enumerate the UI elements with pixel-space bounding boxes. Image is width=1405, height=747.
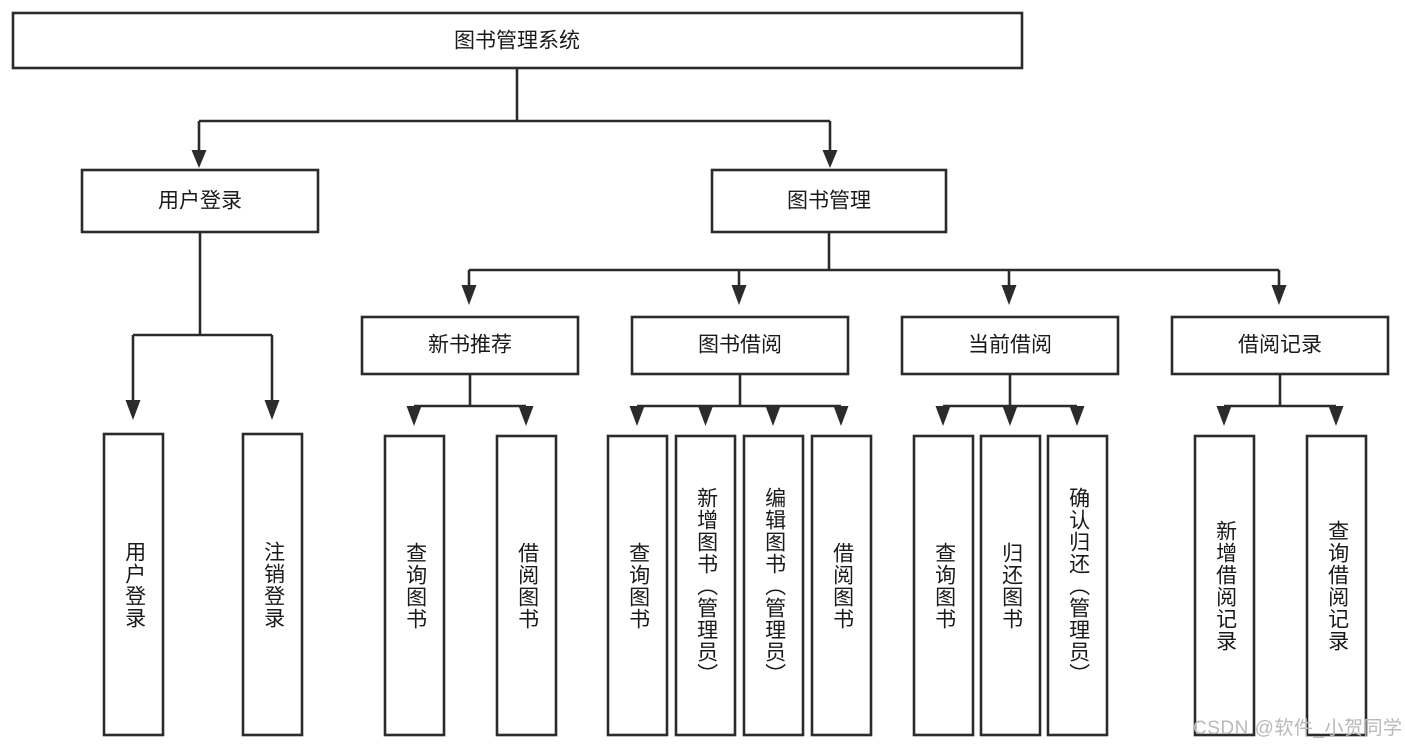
node-book-borrowing[interactable] <box>630 315 850 376</box>
arrowhead-to-book-mgmt <box>822 150 838 168</box>
node-book-management-label: 图书管理 <box>787 190 871 213</box>
leaf-box-book-borrowing-3[interactable] <box>810 434 873 737</box>
watermark-csdn: CSDN @软件_小贺同学 <box>1193 718 1403 739</box>
leaf-box-borrowing-record-0[interactable] <box>1193 434 1256 737</box>
leaf-box-current-borrowing-1[interactable] <box>979 434 1042 737</box>
node-book-borrowing-label: 图书借阅 <box>698 334 782 357</box>
arrowhead-book-borrowing-leaf-3 <box>765 406 781 426</box>
arrowhead-to-current-borrow <box>1001 285 1017 305</box>
arrowhead-to-new-book-rec <box>461 285 477 305</box>
arrowhead-current-borrowing-leaf-3 <box>1069 406 1085 426</box>
node-borrowing-record[interactable] <box>1170 315 1390 376</box>
node-root-label: 图书管理系统 <box>454 30 580 53</box>
arrowhead-current-borrowing-leaf-1 <box>935 406 951 426</box>
arrowhead-book-borrowing-leaf-2 <box>698 406 713 426</box>
leaf-box-book-borrowing-0[interactable] <box>606 434 669 737</box>
node-root[interactable] <box>11 11 1024 70</box>
node-borrowing-record-label: 借阅记录 <box>1238 334 1322 357</box>
leaf-box-new-book-recommend-0[interactable] <box>383 434 446 737</box>
node-user-login-label: 用户登录 <box>158 190 242 213</box>
leaf-box-user-login-0[interactable] <box>102 432 165 737</box>
node-current-borrowing-label: 当前借阅 <box>968 334 1052 357</box>
node-new-book-recommend-label: 新书推荐 <box>428 334 512 357</box>
arrowhead-book-borrowing-leaf-4 <box>833 406 849 426</box>
leaf-box-borrowing-record-1[interactable] <box>1305 434 1368 737</box>
arrowhead-book-borrowing-leaf-1 <box>629 406 645 426</box>
leaf-box-current-borrowing-0[interactable] <box>912 434 975 737</box>
arrowhead-to-borrow-record <box>1271 285 1287 305</box>
node-book-management[interactable] <box>710 168 948 234</box>
node-new-book-recommend[interactable] <box>360 315 580 376</box>
node-current-borrowing[interactable] <box>900 315 1120 376</box>
leaf-box-book-borrowing-1[interactable] <box>674 434 737 737</box>
arrowhead-user-login-leaf-1 <box>125 400 141 420</box>
arrowhead-new-book-rec-leaf-1 <box>406 406 422 426</box>
arrowhead-new-book-rec-leaf-2 <box>518 406 534 426</box>
arrowhead-current-borrowing-leaf-2 <box>1002 406 1018 426</box>
leaf-box-current-borrowing-2[interactable] <box>1046 434 1109 737</box>
leaf-box-book-borrowing-2[interactable] <box>742 434 805 737</box>
arrowhead-borrowing-record-leaf-1 <box>1216 406 1232 426</box>
arrowhead-to-book-borrow <box>731 285 747 305</box>
arrowhead-user-login-leaf-2 <box>264 400 280 420</box>
arrowhead-borrowing-record-leaf-2 <box>1328 406 1344 426</box>
leaf-box-user-login-1[interactable] <box>241 432 304 737</box>
arrowhead-to-user-login <box>191 150 207 168</box>
leaf-box-new-book-recommend-1[interactable] <box>495 434 558 737</box>
